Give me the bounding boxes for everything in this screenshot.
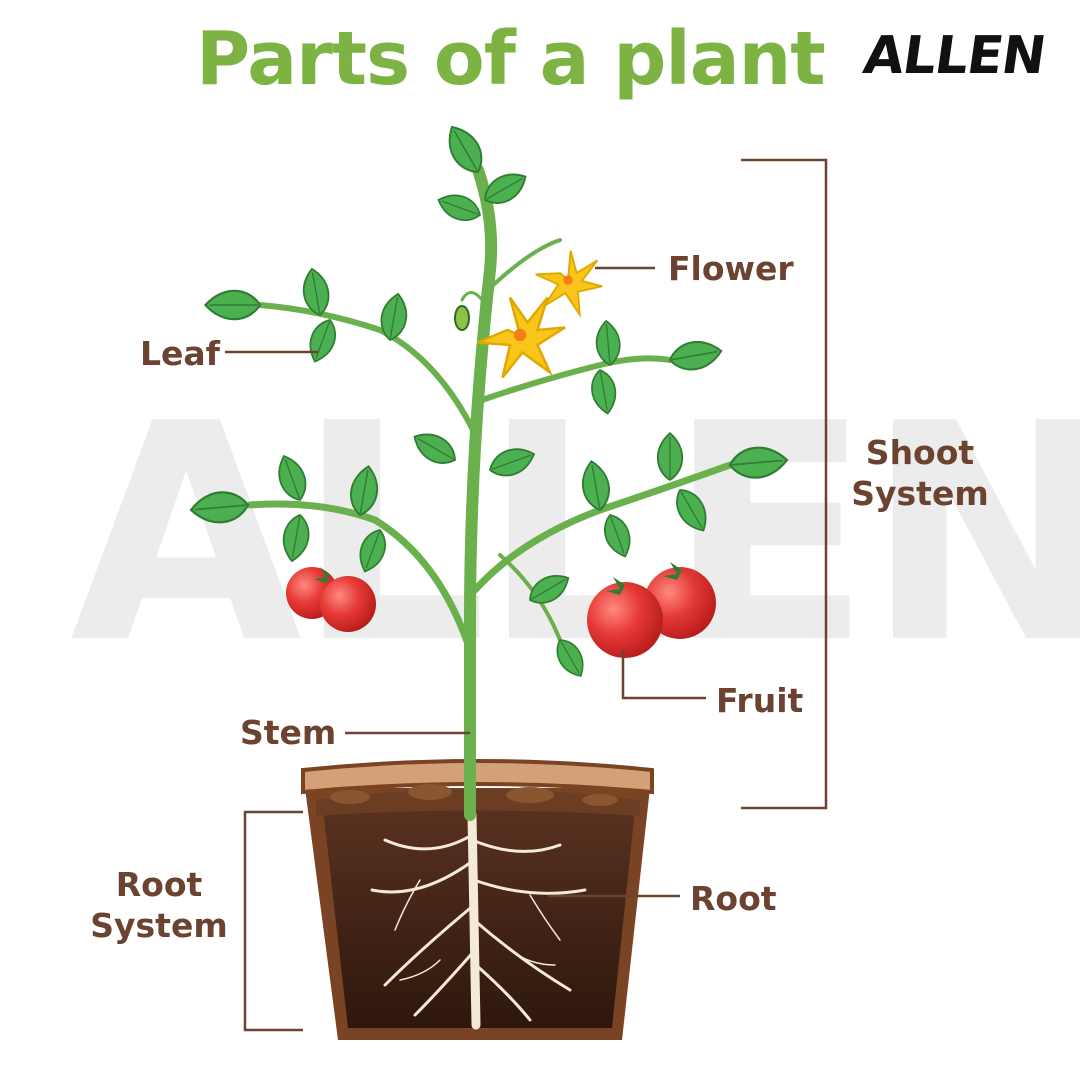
label-root: Root xyxy=(690,879,777,918)
shoot-system-bracket xyxy=(741,158,828,810)
watermark: ALLEN xyxy=(70,360,1080,709)
main-stem xyxy=(464,164,498,821)
label-root-system: Root System xyxy=(84,864,234,947)
label-stem: Stem xyxy=(240,713,337,752)
fruits xyxy=(286,562,716,658)
fruit-leader xyxy=(621,650,706,700)
label-fruit: Fruit xyxy=(716,681,804,720)
flowers xyxy=(454,241,611,379)
label-root-system-line1: Root xyxy=(115,865,203,904)
label-root-system-line2: System xyxy=(90,906,228,946)
label-leaf: Leaf xyxy=(140,334,221,373)
leader-lines xyxy=(225,158,828,1032)
soil-top xyxy=(316,789,640,816)
label-shoot-system-line2: System xyxy=(851,474,989,514)
page-title: Parts of a plant xyxy=(196,16,826,102)
label-shoot-system-line1: Shoot xyxy=(865,433,975,472)
root-system-bracket xyxy=(243,810,303,1032)
roots xyxy=(370,810,587,1030)
pot-rim xyxy=(301,759,654,795)
label-shoot-system: Shoot System xyxy=(845,432,995,515)
label-flower: Flower xyxy=(668,249,794,288)
